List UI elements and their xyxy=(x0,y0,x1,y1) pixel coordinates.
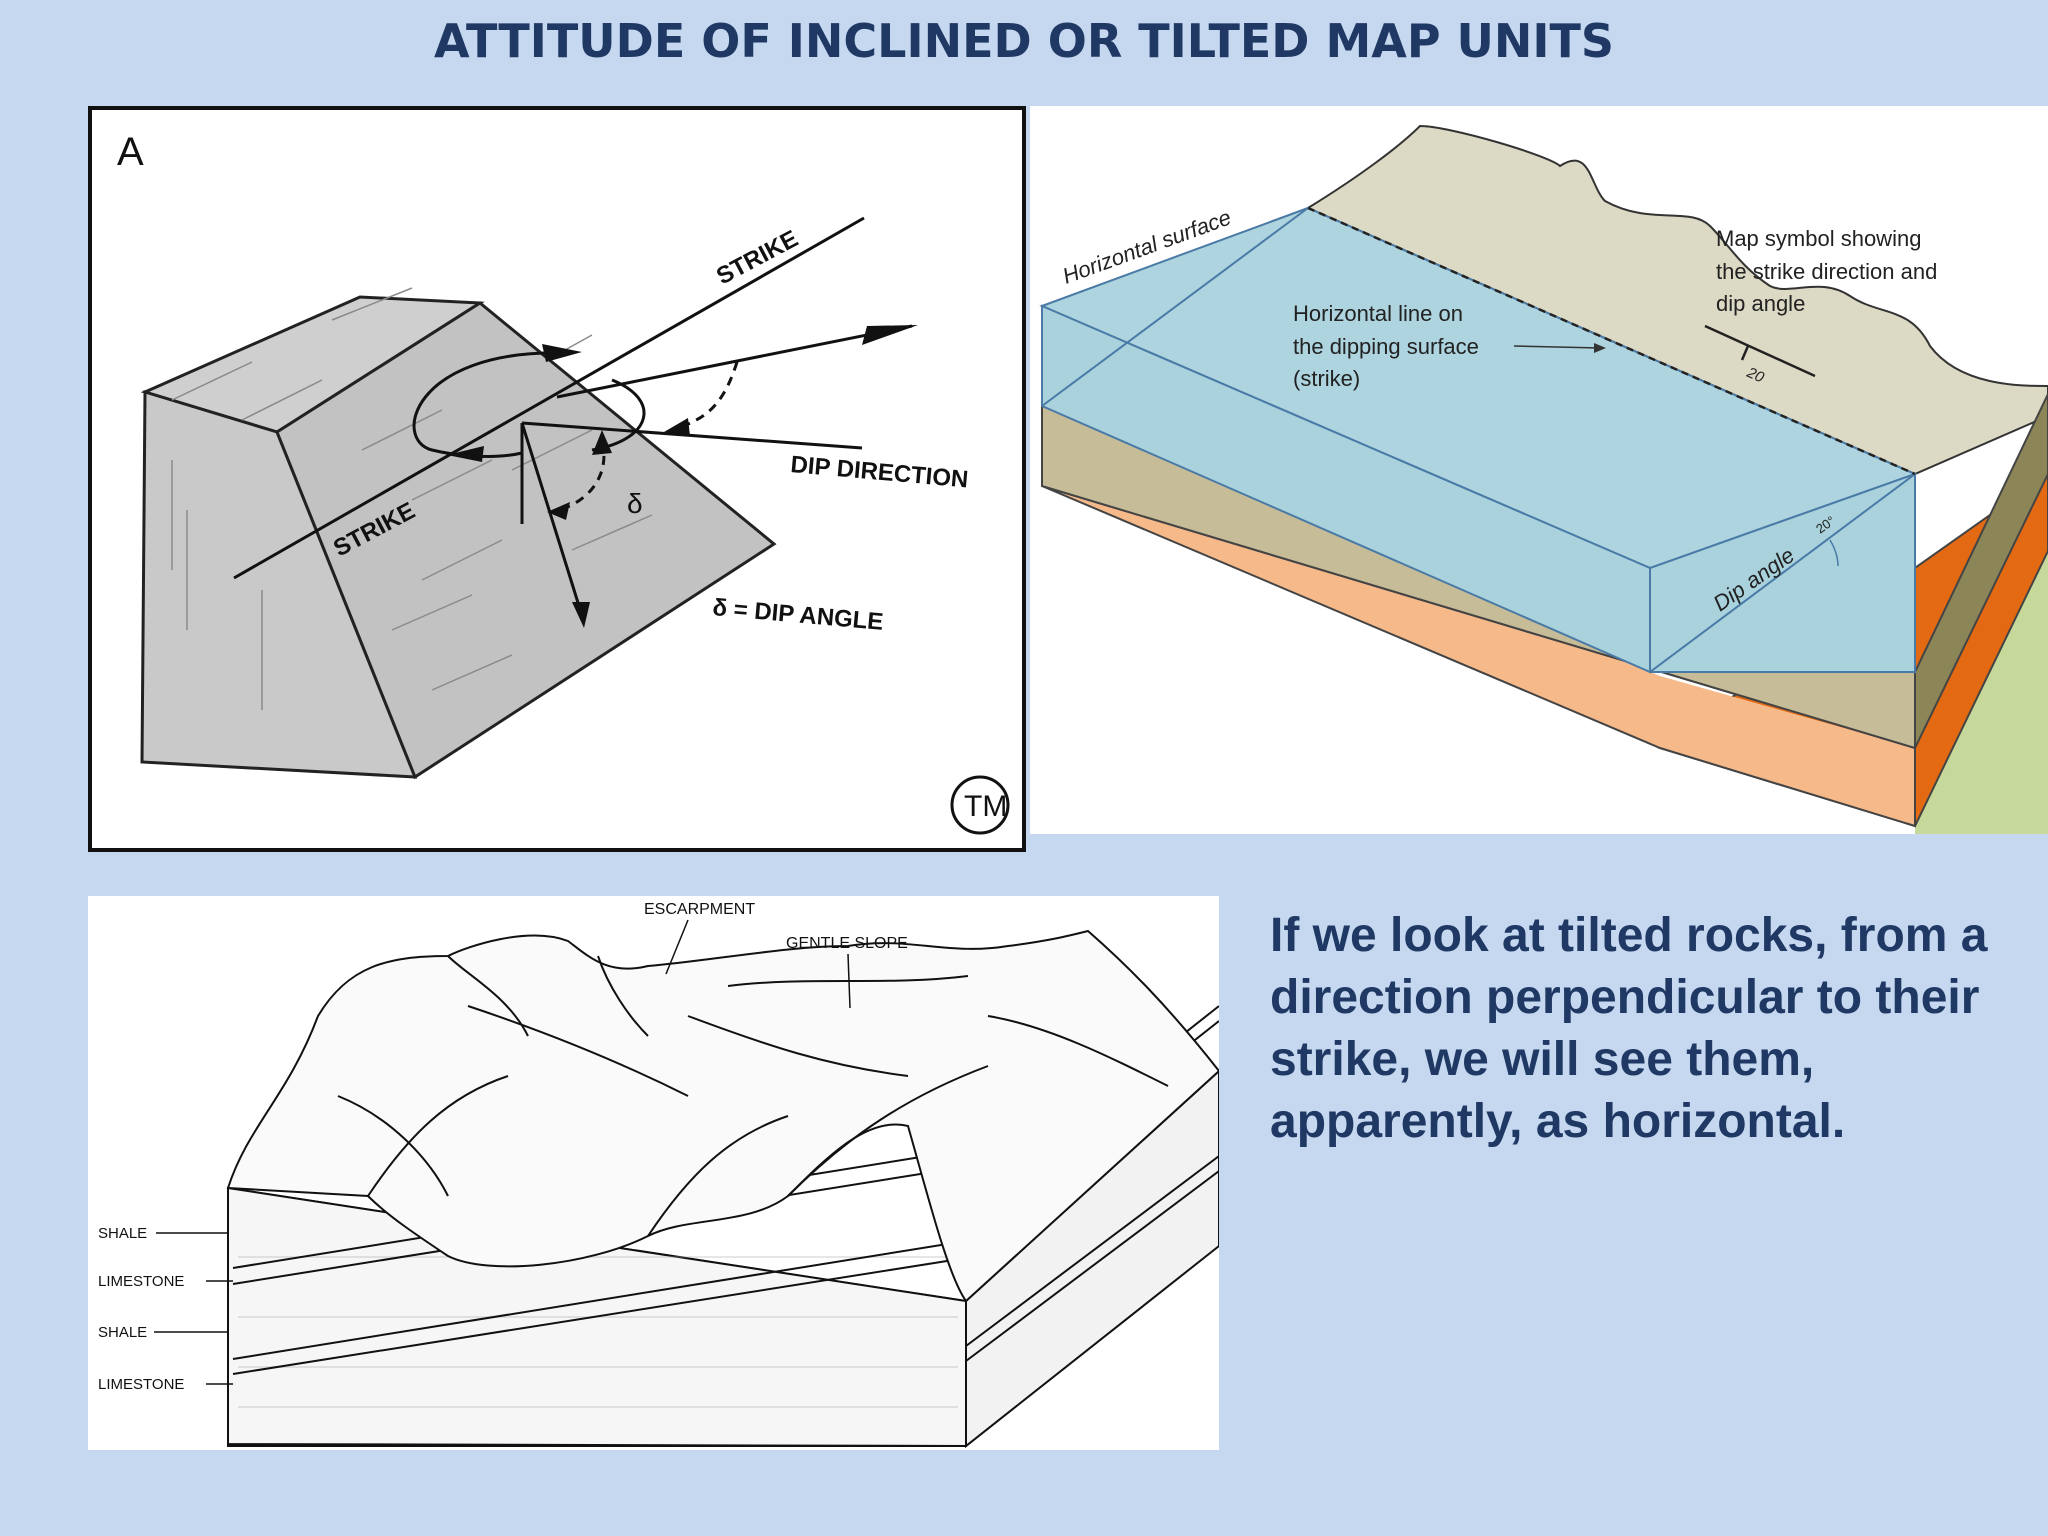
map-symbol-label-1: Map symbol showing xyxy=(1716,226,1921,251)
tilted-layers-svg: 20 20° Horizontal surface Horizontal lin… xyxy=(1039,124,2048,834)
map-symbol-label-3: dip angle xyxy=(1716,291,1805,316)
escarpment-label: ESCARPMENT xyxy=(644,901,755,918)
delta-symbol: δ xyxy=(627,488,643,519)
dip-line xyxy=(1649,473,1916,673)
dip-angle-arrowhead-top xyxy=(592,430,612,455)
panel-letter: A xyxy=(117,130,144,174)
slide-title: ATTITUDE OF INCLINED OR TILTED MAP UNITS xyxy=(433,14,1615,68)
dipping-bed-surface xyxy=(275,301,777,780)
layer-label-shale-1: SHALE xyxy=(98,1225,147,1242)
dip-angle-label: δ = DIP ANGLE xyxy=(711,594,884,636)
tilted-layers-illustration: 20 20° Horizontal surface Horizontal lin… xyxy=(1030,106,2048,834)
projection-arrowhead xyxy=(862,325,918,345)
layer-label-limestone-2: LIMESTONE xyxy=(98,1376,184,1393)
strike-dashed-line xyxy=(1307,206,1916,476)
slide-caption: If we look at tilted rocks, from a direc… xyxy=(1270,909,1988,1148)
map-symbol-label-2: the strike direction and xyxy=(1716,259,1937,284)
dip-direction-label: DIP DIRECTION xyxy=(789,451,969,493)
surface-hatching xyxy=(171,287,653,710)
tm-logo: TM xyxy=(964,790,1007,823)
strike-line xyxy=(233,216,865,580)
gentle-slope-label: GENTLE SLOPE xyxy=(786,935,908,952)
dip-direction-dashed-arrow xyxy=(671,361,739,432)
dip-angle-arrowhead-bottom xyxy=(547,502,570,520)
escarpment-svg: ESCARPMENT GENTLE SLOPE SHALE LIMESTONE … xyxy=(98,901,1219,1449)
true-dip-line xyxy=(520,422,586,623)
escarpment-leader xyxy=(665,919,689,975)
dip-angle-arc xyxy=(1829,539,1839,567)
escarpment-block-sketch: ESCARPMENT GENTLE SLOPE SHALE LIMESTONE … xyxy=(88,896,1219,1450)
block-diagram-svg: A STRIKE STRIKE DIP DIRECTION δ δ = DIP … xyxy=(117,130,1010,835)
strike-line-label-3: (strike) xyxy=(1293,366,1360,391)
strike-pointer-head xyxy=(1594,343,1606,353)
layer-label-shale-2: SHALE xyxy=(98,1324,147,1341)
strike-dip-block-diagram: A STRIKE STRIKE DIP DIRECTION δ δ = DIP … xyxy=(88,106,1026,852)
strike-line-label-1: Horizontal line on xyxy=(1293,301,1463,326)
true-dip-arrowhead xyxy=(572,602,590,628)
map-symbol-strike xyxy=(1704,324,1816,378)
land-surface xyxy=(1305,124,2048,476)
projection-arrow xyxy=(556,324,913,399)
map-symbol-value: 20 xyxy=(1743,364,1767,387)
layer-label-limestone-1: LIMESTONE xyxy=(98,1273,184,1290)
strike-line-label-2: the dipping surface xyxy=(1293,334,1479,359)
rotation-arrowhead-top xyxy=(542,344,582,362)
escarpment-ledges xyxy=(337,955,1169,1237)
dip-direction-line xyxy=(521,421,863,450)
gentle-slope-leader xyxy=(847,953,851,1009)
strike-pointer xyxy=(1513,345,1601,349)
rotation-arrowhead-bottom xyxy=(447,446,484,462)
map-symbol-dip-tick xyxy=(1740,345,1750,361)
tm-logo-circle xyxy=(950,775,1010,835)
dip-direction-dashed-arrowhead xyxy=(664,418,690,436)
strike-rotation-arc-right xyxy=(591,378,646,452)
horizontal-surface-edge xyxy=(1041,207,1309,407)
